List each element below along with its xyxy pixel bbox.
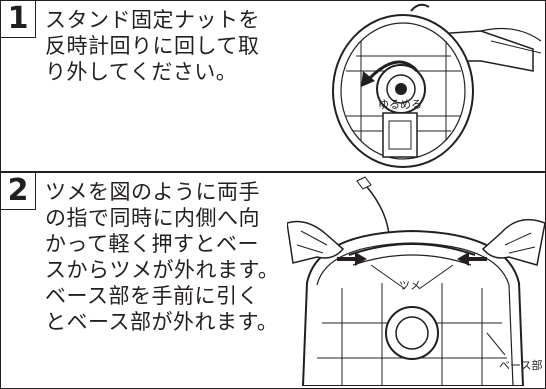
step-number: 1 xyxy=(1,1,36,38)
loosen-label: ゆるめる xyxy=(378,98,422,111)
instruction-line: 反時計回りに回して取 xyxy=(45,34,260,58)
instruction-line: り外してください。 xyxy=(45,60,238,84)
step-instructions: ツメを図のように両手 の指で同時に内側へ向 かって軽く押すとベー スからツメが外… xyxy=(45,179,279,335)
stand-nut-illustration: ゆるめる xyxy=(332,3,542,168)
base-label: ベース部 xyxy=(499,358,542,372)
instruction-line: スタンド固定ナットを xyxy=(45,8,260,32)
step-number: 2 xyxy=(1,173,36,210)
instruction-line: ツメを図のように両手 xyxy=(45,180,260,204)
claw-label: ツメ xyxy=(399,279,421,292)
instruction-line: ベース部を手前に引く xyxy=(45,284,259,308)
step-2-panel: 2 ツメを図のように両手 の指で同時に内側へ向 かって軽く押すとベー スからツメ… xyxy=(0,172,546,389)
instruction-line: とベース部が外れます。 xyxy=(45,310,279,334)
instruction-line: スからツメが外れます。 xyxy=(45,258,280,282)
step-instructions: スタンド固定ナットを 反時計回りに回して取 り外してください。 xyxy=(45,7,260,85)
step-1-panel: 1 スタンド固定ナットを 反時計回りに回して取 り外してください。 ゆるめる xyxy=(0,0,546,172)
base-claw-illustration: ツメ ベース部 xyxy=(287,176,545,386)
instruction-line: の指で同時に内側へ向 xyxy=(45,206,260,230)
instruction-line: かって軽く押すとベー xyxy=(45,232,259,256)
